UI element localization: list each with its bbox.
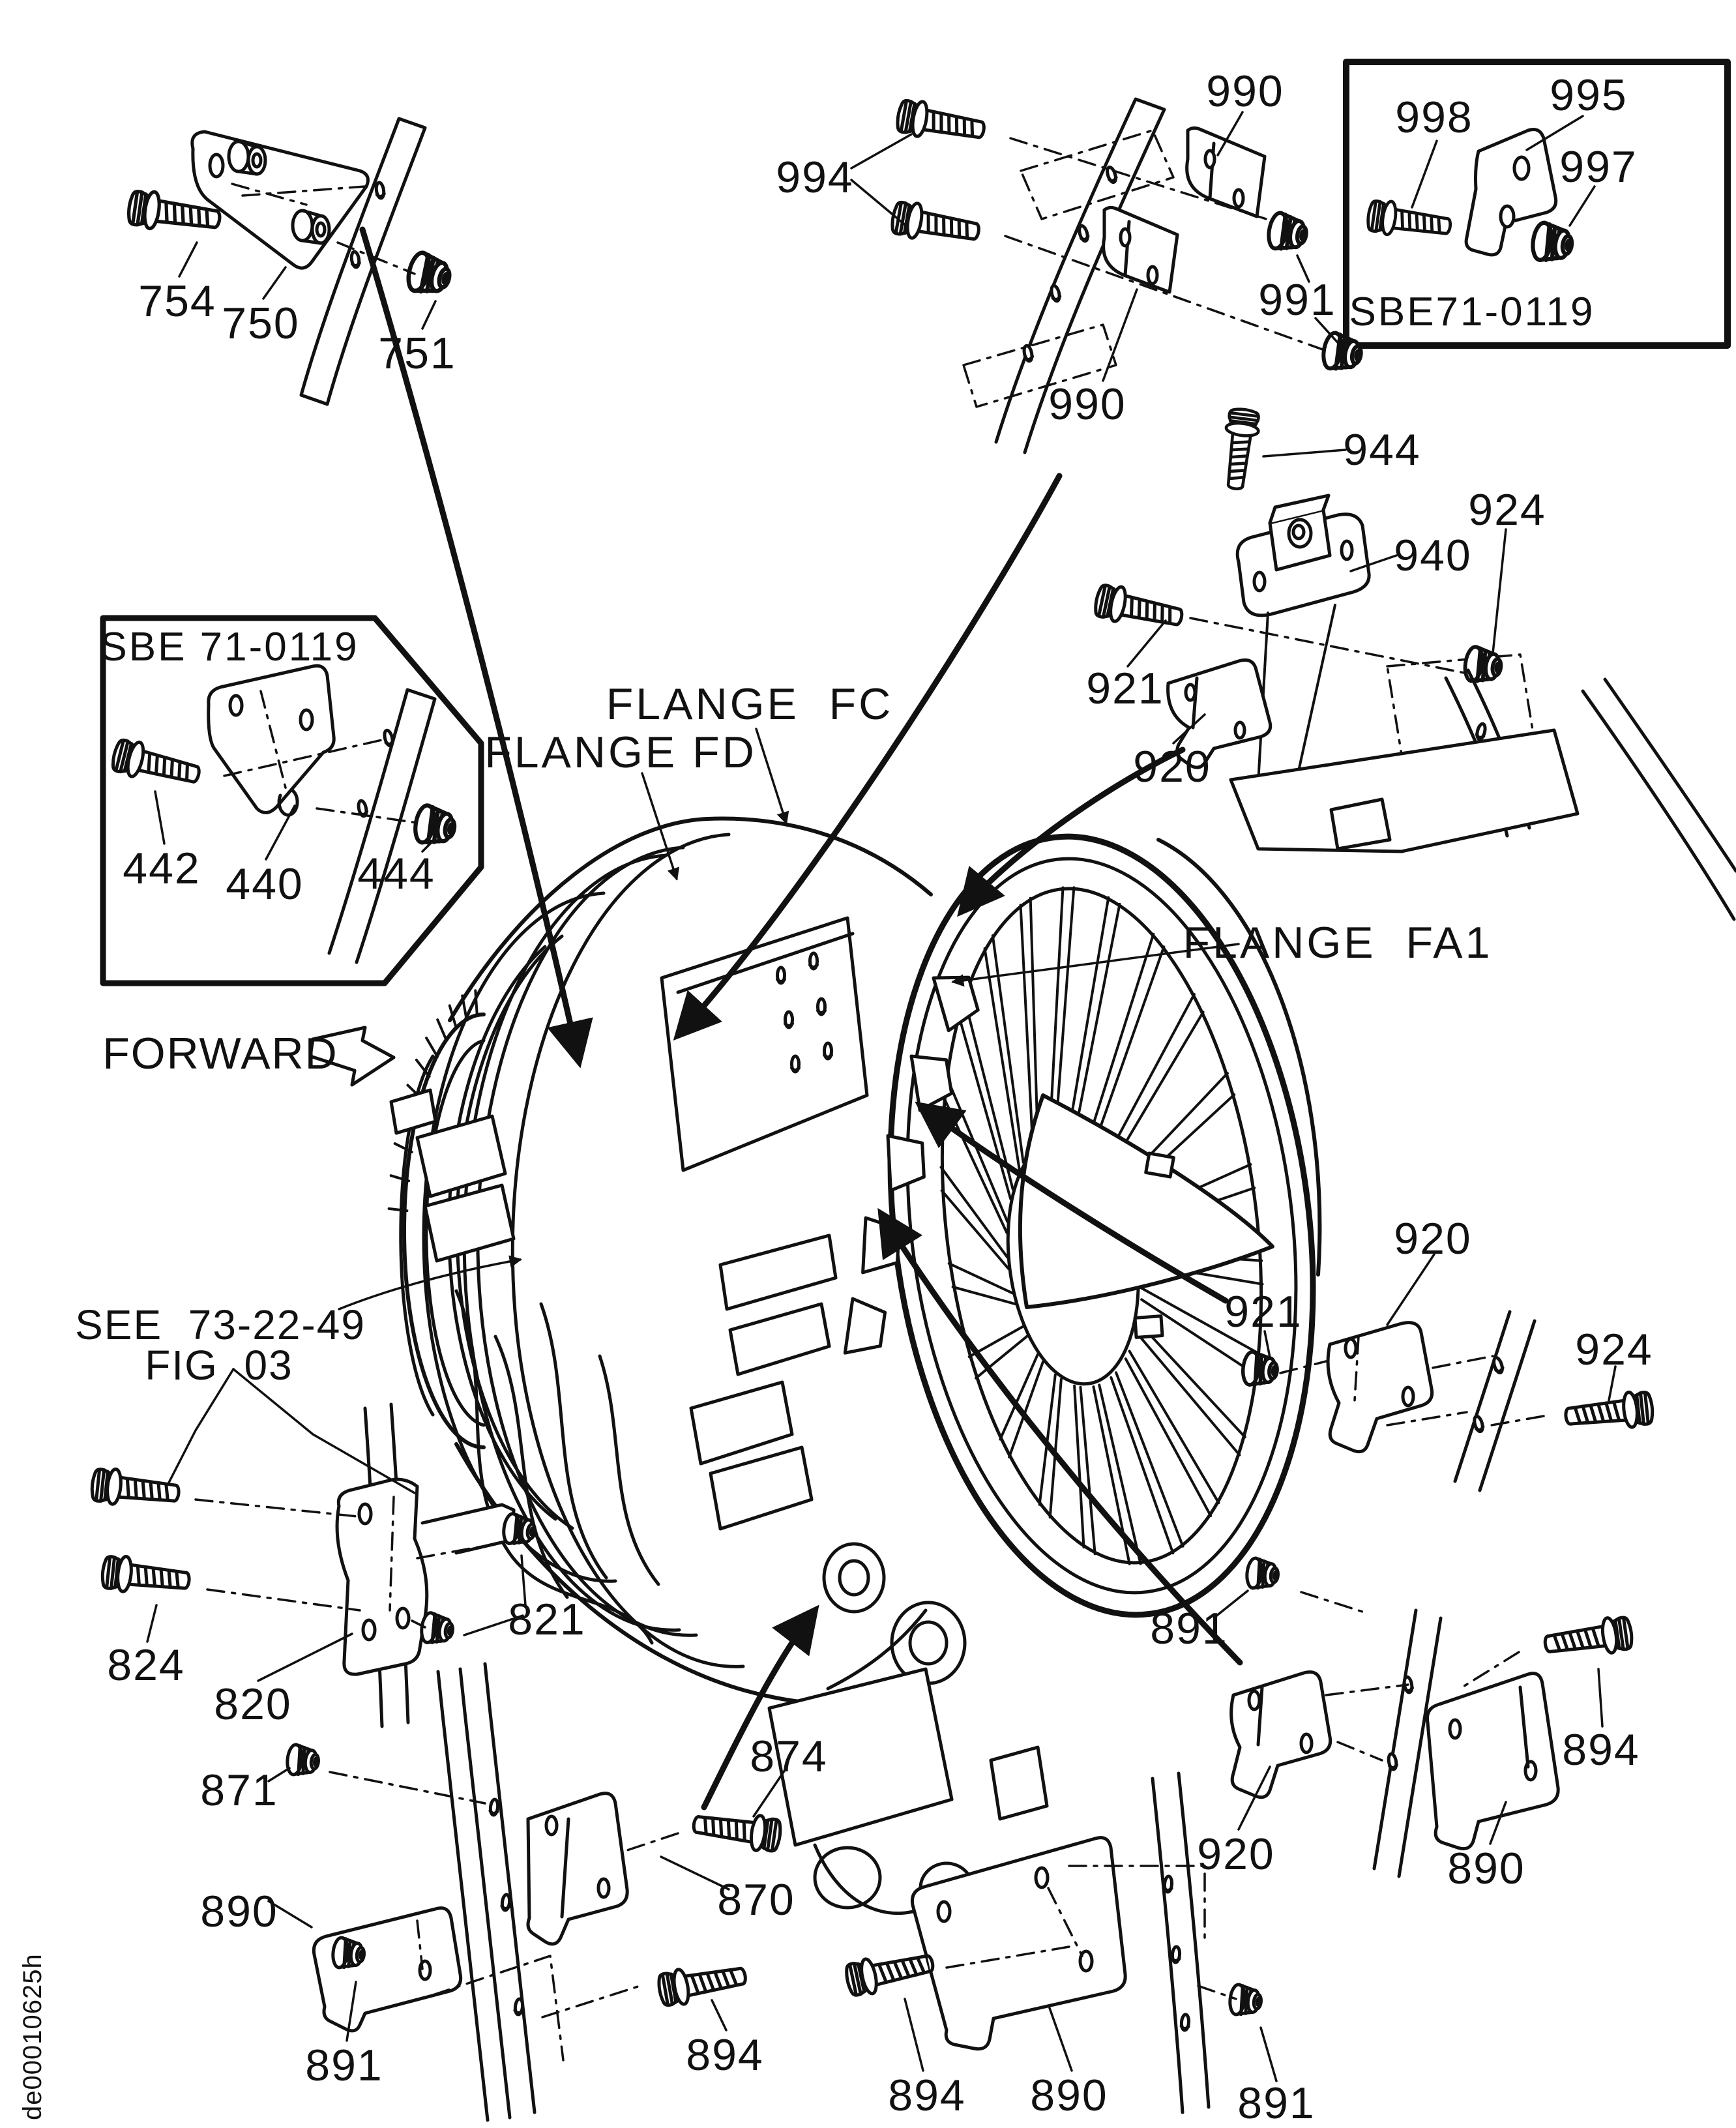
callout-871: 871: [200, 1766, 278, 1815]
callout-920-rm: 920: [1394, 1214, 1472, 1264]
callout-894-br: 894: [1562, 1725, 1640, 1775]
bracket-820: [335, 1477, 429, 1676]
bracket-920-top: [1166, 658, 1273, 769]
nut-444-icon: [413, 804, 457, 848]
callout-440: 440: [226, 859, 304, 909]
callout-990-mid: 990: [1048, 379, 1126, 429]
bracket-870: [526, 1792, 629, 1946]
nut-821-icon: [420, 1612, 454, 1646]
bracket-920-rm: [1326, 1321, 1434, 1454]
nut-991b-icon: [1321, 331, 1364, 373]
inset-top-right-title: SBE71-0119: [1349, 289, 1595, 334]
callout-920-top: 920: [1133, 742, 1211, 791]
callout-894-bl: 894: [686, 2030, 764, 2080]
left-inset-border: [100, 615, 484, 986]
callout-891-br: 891: [1150, 1604, 1228, 1653]
callout-824: 824: [107, 1640, 185, 1690]
flange-fa1-label: FLANGE FA1: [1183, 918, 1493, 968]
callout-920-br: 920: [1197, 1829, 1275, 1879]
bracket-995: [1464, 128, 1558, 257]
bracket-990-upper: [1185, 126, 1267, 218]
callout-921-top: 921: [1086, 664, 1164, 713]
nut-891bm-icon: [1229, 1984, 1263, 2017]
bolt-824-icon: [101, 1554, 191, 1599]
bolt-998-icon: [1366, 199, 1452, 243]
callout-944: 944: [1343, 425, 1421, 475]
engine-illustration: [387, 816, 1322, 1915]
bracket-990-lower: [1102, 205, 1179, 294]
bolt-894bm-icon: [844, 1945, 936, 1998]
callout-998: 998: [1395, 93, 1473, 142]
bolt-442-icon: [110, 737, 203, 792]
callout-444: 444: [357, 849, 435, 898]
group-920-rm: [1241, 1310, 1654, 1492]
forward-label: FORWARD: [102, 1029, 338, 1078]
inset-left-title: SBE 71-0119: [100, 625, 359, 670]
callout-751: 751: [378, 329, 456, 378]
callout-821: 821: [508, 1595, 586, 1644]
callout-820: 820: [214, 1679, 292, 1729]
callout-995: 995: [1550, 70, 1628, 120]
callout-890-bl: 890: [200, 1887, 278, 1936]
bolt-894bl-icon: [656, 1958, 748, 2008]
bracket-440: [207, 664, 336, 817]
bracket-750: [190, 130, 370, 270]
callout-750: 750: [222, 299, 300, 348]
callout-leaders: [146, 111, 1617, 2082]
callout-442: 442: [123, 844, 201, 893]
callout-994: 994: [776, 153, 854, 202]
group-890-br: [1229, 1558, 1634, 1878]
nut-924-icon: [1463, 645, 1503, 685]
top-right-inset-border: [1343, 59, 1731, 349]
callout-874: 874: [750, 1732, 828, 1781]
callout-997: 997: [1559, 142, 1638, 192]
bracket-890-br: [1425, 1672, 1560, 1851]
bolt-921-icon: [1093, 582, 1185, 634]
nut-991-icon: [1266, 211, 1309, 253]
nut-871-icon: [286, 1744, 320, 1777]
leader-arrows: [359, 226, 1243, 1810]
callout-891-bl: 891: [305, 2041, 383, 2090]
nut-997-icon: [1531, 222, 1574, 264]
callout-924-top: 924: [1468, 485, 1546, 535]
group-870-890: [286, 1662, 782, 2122]
nut-891br-icon: [1246, 1558, 1280, 1591]
nut-751-icon: [405, 250, 453, 298]
forward-arrow-icon: [308, 1026, 396, 1087]
see-reference-line2: FIG 03: [145, 1342, 293, 1389]
bolt-994-icon: [895, 98, 986, 147]
group-940: [1093, 407, 1736, 921]
bolt-944-icon: [1219, 407, 1261, 491]
callout-891-bm: 891: [1237, 2078, 1316, 2128]
bracket-890-bl: [312, 1906, 463, 2033]
flange-fd-label: FLANGE FD: [484, 728, 757, 777]
group-995-inset: [1366, 128, 1574, 265]
bolt-824a-icon: [91, 1467, 181, 1511]
callout-754: 754: [138, 276, 216, 326]
bracket-890-bm: [910, 1836, 1127, 2051]
bolt-874-icon: [692, 1807, 782, 1854]
callout-991: 991: [1258, 275, 1336, 325]
figure-code: de00010625h: [18, 1953, 47, 2120]
see-reference-line1: SEE 73-22-49: [75, 1301, 366, 1348]
bolt-894br-icon: [1543, 1615, 1634, 1662]
group-750: [126, 117, 453, 406]
callout-890-br: 890: [1447, 1844, 1525, 1893]
group-440-inset: [110, 664, 458, 964]
callout-894-bm: 894: [888, 2071, 966, 2120]
callout-890-bm: 890: [1030, 2071, 1108, 2120]
nut-921rm-icon: [1241, 1351, 1278, 1387]
callout-921-rm: 921: [1224, 1287, 1302, 1337]
group-890-bm: [844, 1771, 1263, 2114]
callout-990-top: 990: [1206, 66, 1284, 116]
callout-940: 940: [1394, 531, 1472, 580]
flange-fc-label: FLANGE FC: [606, 679, 894, 729]
callout-924-rm: 924: [1575, 1325, 1653, 1374]
bracket-920-br: [1229, 1670, 1332, 1799]
callout-870: 870: [717, 1875, 795, 1925]
group-990: [890, 98, 1364, 454]
bracket-940: [1235, 494, 1371, 617]
